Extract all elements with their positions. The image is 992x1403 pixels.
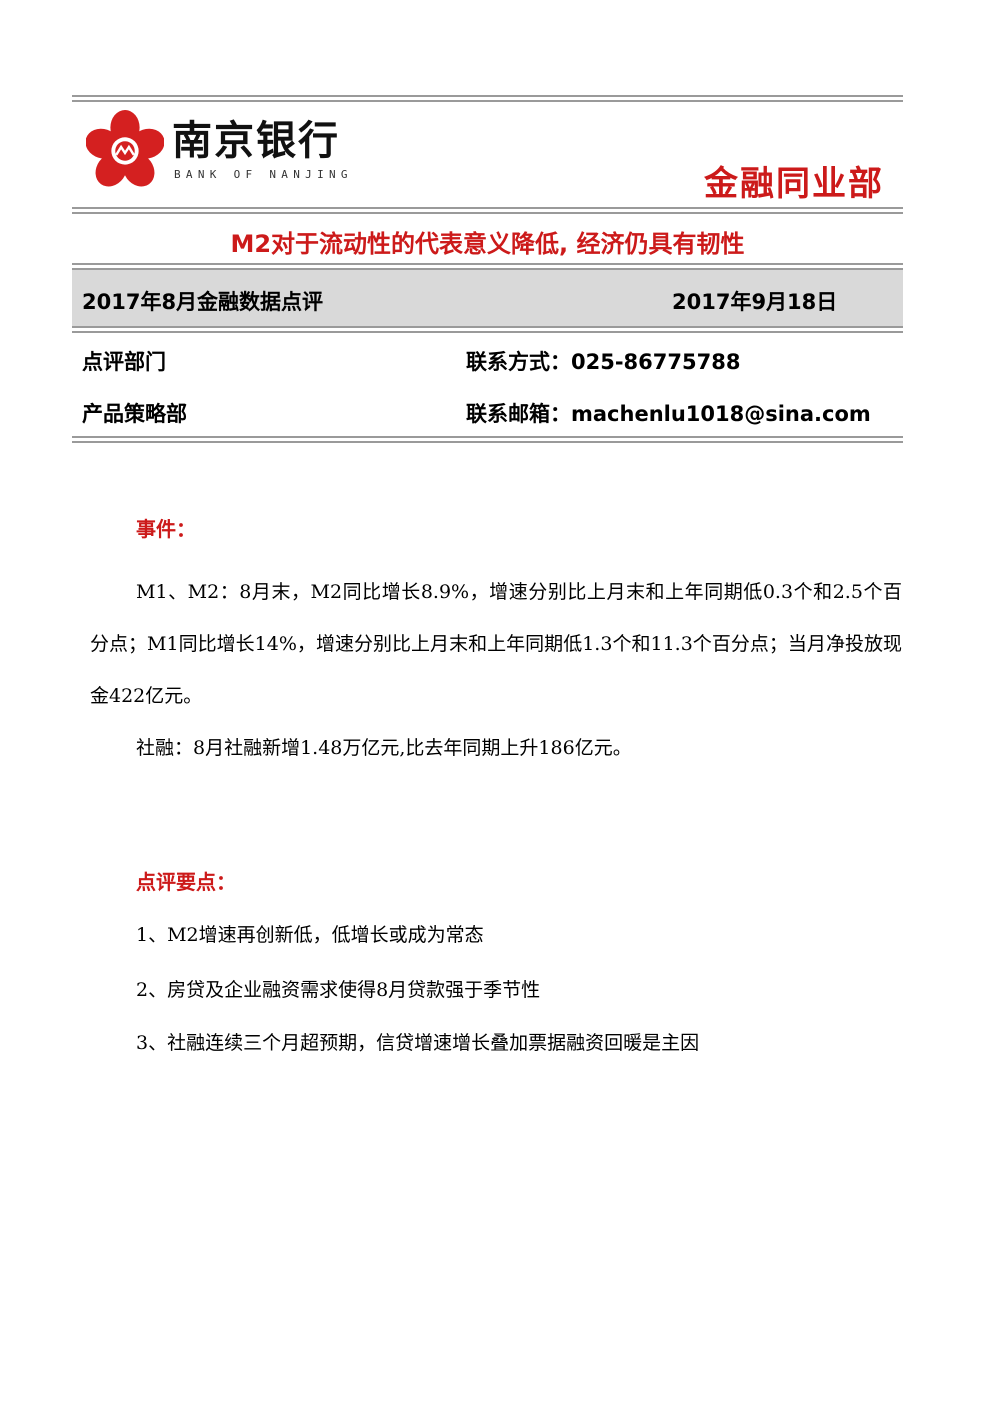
report-headline: M2对于流动性的代表意义降低, 经济仍具有韧性: [230, 230, 745, 258]
event-paragraph-2-text: 社融：8月社融新增1.48万亿元,比去年同期上升186亿元。: [136, 737, 632, 759]
report-date: 2017年9月18日: [672, 290, 838, 314]
bank-logo-icon: [86, 110, 164, 187]
logo-chinese-text: 南京银行: [172, 118, 340, 164]
contact-phone: 联系方式：025-86775788: [466, 350, 741, 374]
key-point-2: 2、房贷及企业融资需求使得8月贷款强于季节性: [136, 979, 541, 1001]
review-dept-label: 点评部门: [82, 350, 166, 374]
report-title: 2017年8月金融数据点评: [82, 290, 324, 314]
event-section-title: 事件：: [136, 517, 196, 541]
key-point-1: 1、M2增速再创新低，低增长或成为常态: [136, 924, 484, 946]
top-divider: [72, 95, 903, 102]
headline-divider: [72, 263, 903, 270]
key-point-3: 3、社融连续三个月超预期，信贷增速增长叠加票据融资回暖是主因: [136, 1032, 700, 1054]
event-paragraph-1: M1、M2：8月末，M2同比增长8.9%，增速分别比上月末和上年同期低0.3个和…: [90, 566, 902, 722]
report-title-bar: [72, 270, 903, 328]
logo-english-text: BANK OF NANJING: [174, 168, 353, 181]
header-divider: [72, 207, 903, 214]
title-bar-divider: [72, 326, 903, 333]
event-paragraph-2: 社融：8月社融新增1.48万亿元,比去年同期上升186亿元。: [90, 722, 902, 774]
contact-email: 联系邮箱：machenlu1018@sina.com: [466, 402, 871, 426]
points-section-title: 点评要点：: [136, 870, 236, 894]
review-dept-value: 产品策略部: [82, 402, 187, 426]
department-title: 金融同业部: [704, 164, 884, 204]
event-paragraph-1-text: M1、M2：8月末，M2同比增长8.9%，增速分别比上月末和上年同期低0.3个和…: [90, 581, 902, 707]
info-divider: [72, 436, 903, 443]
